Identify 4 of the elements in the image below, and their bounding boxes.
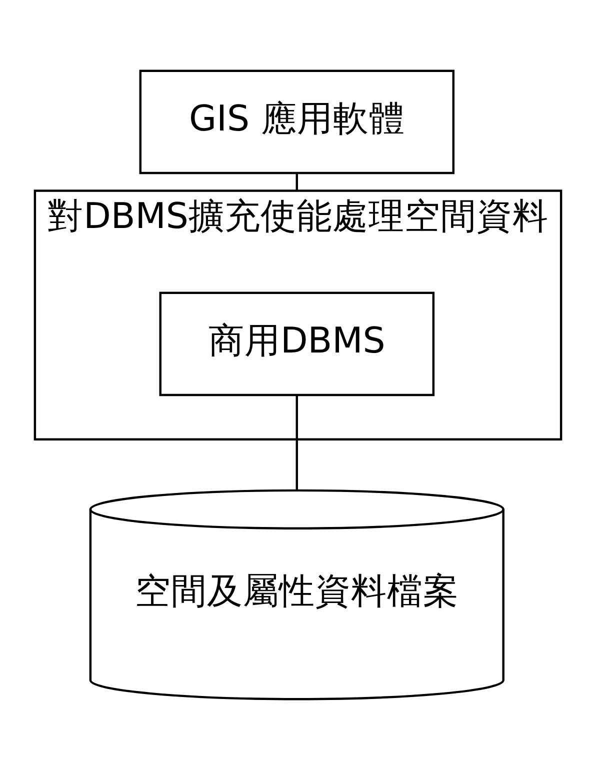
node-box: 商用DBMS (159, 291, 435, 396)
connector (296, 394, 298, 490)
connector (296, 173, 298, 190)
node-box: GIS 應用軟體 (139, 69, 454, 174)
